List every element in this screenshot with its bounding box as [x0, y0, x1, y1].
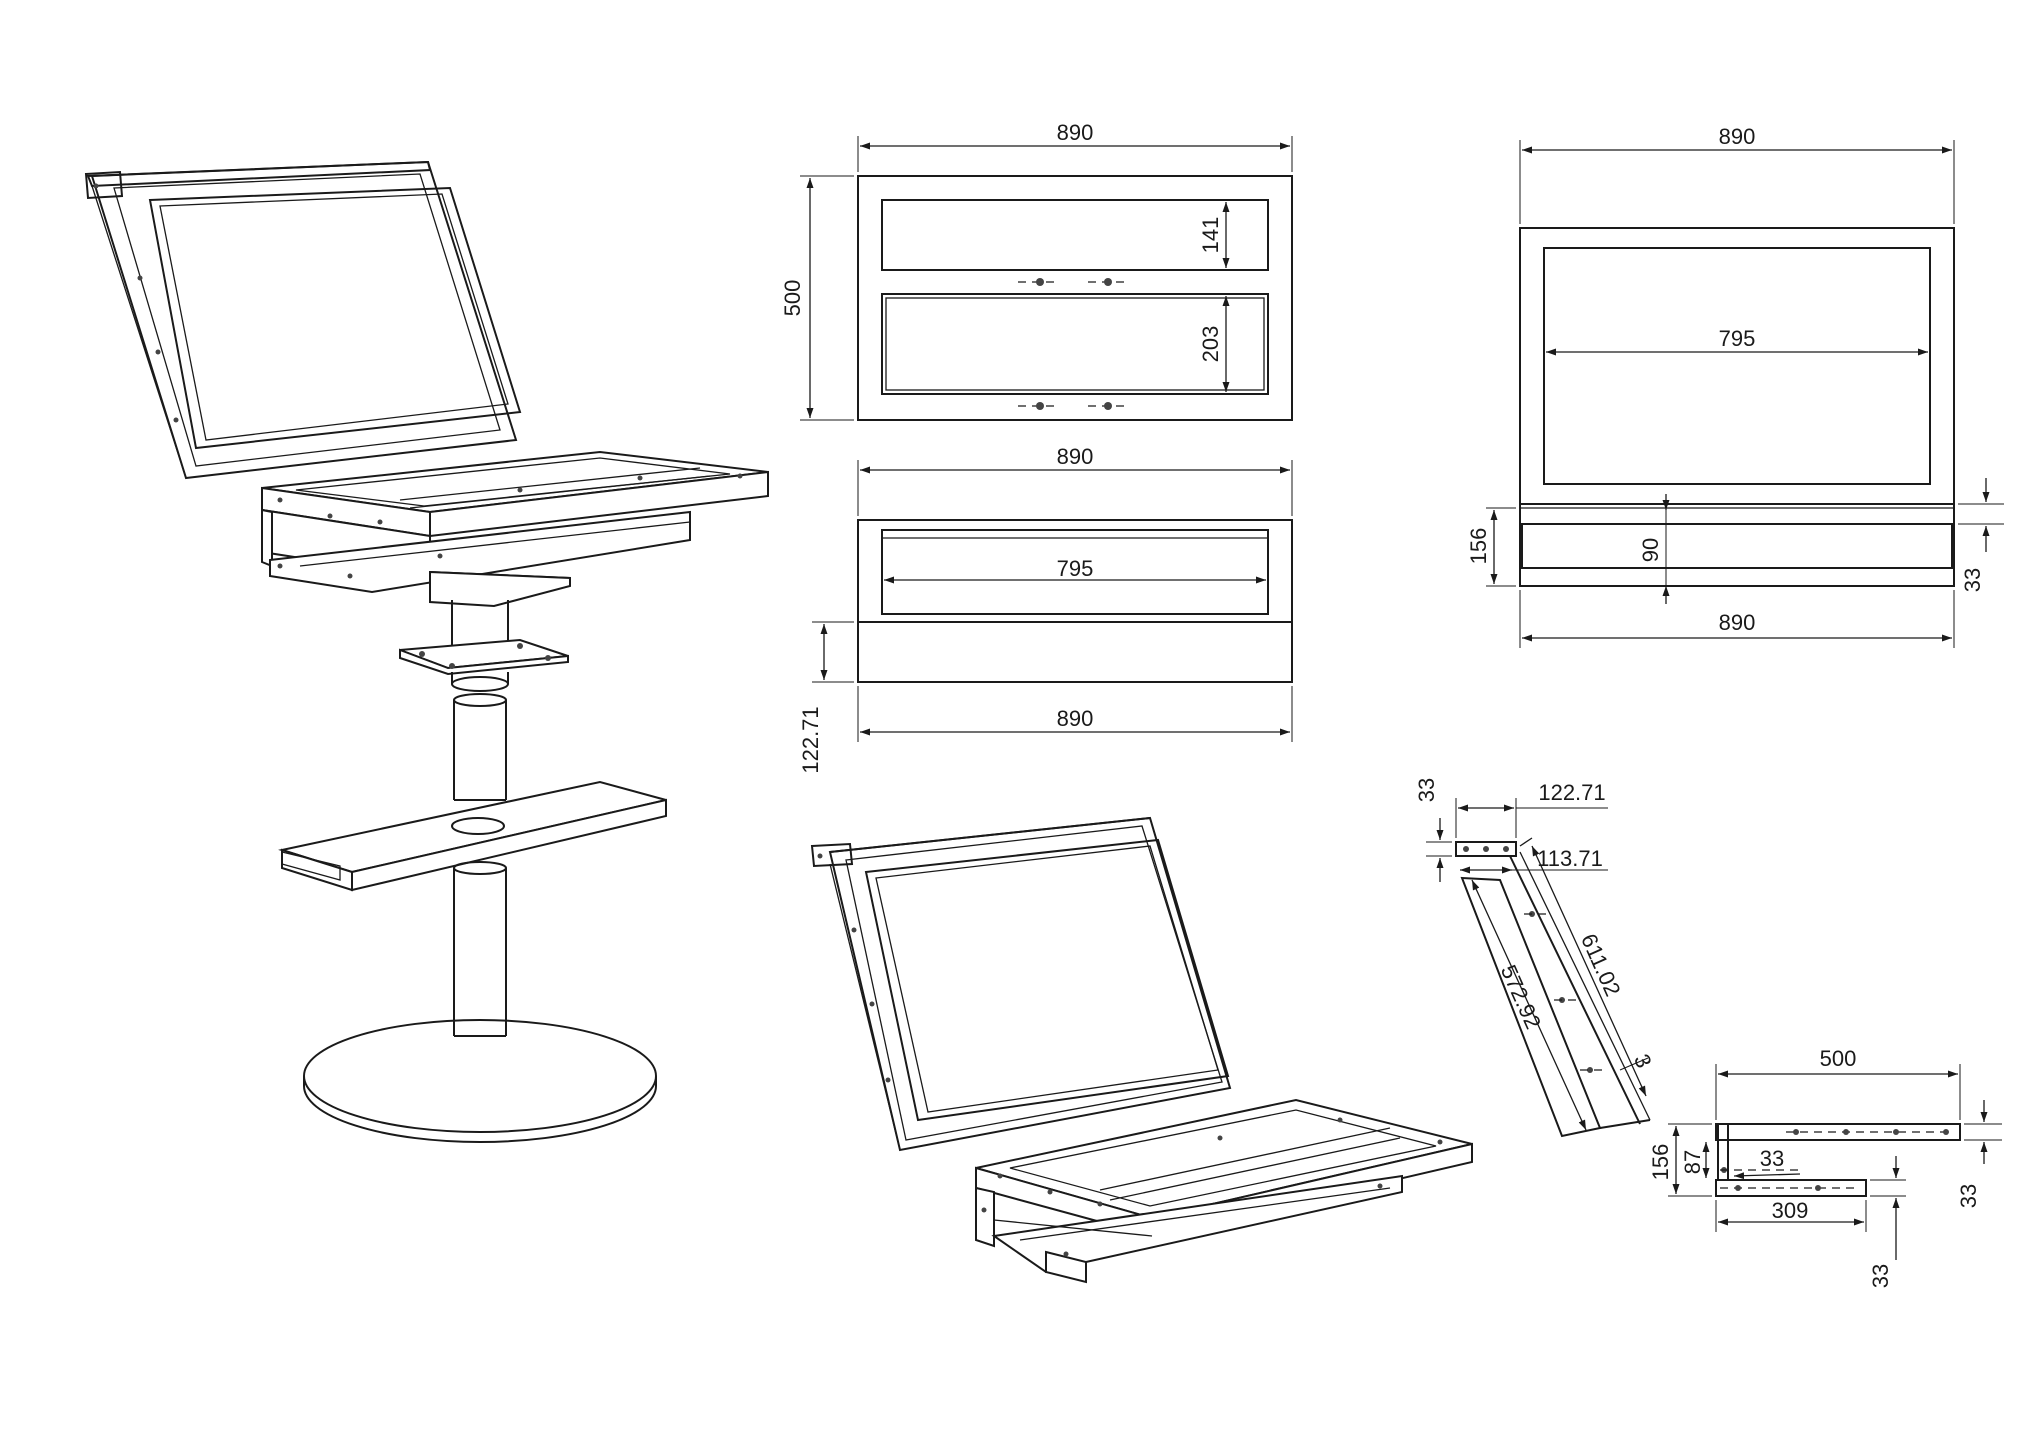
dim-plate-3: 3 — [1629, 1050, 1657, 1071]
top-flange-plate — [429, 570, 571, 663]
front-view-top: 890 500 141 203 — [780, 120, 1293, 421]
dim-inner-width-795: 795 — [1719, 326, 1756, 351]
round-base-plate — [303, 1019, 657, 1143]
lower-column-tube — [453, 861, 507, 1037]
dim-gap-87: 87 — [1680, 1150, 1705, 1174]
bracket-detail: 122.71 113.71 33 572.92 611.02 3 — [1414, 778, 1657, 1138]
dim-right-thickness-33: 33 — [1956, 1184, 1981, 1208]
base-cross-bracket — [278, 780, 667, 892]
dim-rail-thickness-33: 33 — [1960, 568, 1985, 592]
dim-top-width-890: 890 — [1057, 120, 1094, 145]
dim-outer-offset-122-71: 122.71 — [1538, 780, 1605, 805]
dim-inner-width-795: 795 — [1057, 556, 1094, 581]
monitor-frame-part — [84, 160, 522, 480]
dim-rail-length-500: 500 — [1820, 1046, 1857, 1071]
exploded-stand-isometric — [84, 160, 769, 1143]
front-view-bottom: 890 795 890 122.71 — [798, 444, 1293, 774]
dim-upper-thickness-33: 33 — [1760, 1146, 1784, 1171]
dim-inner-offset-113-71: 113.71 — [1537, 846, 1603, 871]
dim-rail-height-156: 156 — [1648, 1144, 1673, 1181]
dim-top-width-890: 890 — [1057, 444, 1094, 469]
dim-top-width-890: 890 — [1719, 124, 1756, 149]
dim-lower-opening-203: 203 — [1198, 326, 1223, 363]
mount-holes-top — [1018, 278, 1128, 410]
dim-upper-opening-141: 141 — [1198, 217, 1223, 254]
side-view-right: 890 795 156 90 33 890 — [1466, 124, 2004, 648]
middle-flange-plate — [399, 638, 569, 692]
monitor-frame-part — [810, 816, 1232, 1152]
dim-depth-122-71: 122.71 — [798, 706, 823, 773]
dim-outer-length-611-02: 611.02 — [1576, 930, 1626, 1000]
assembled-monitor-tray-isometric — [810, 816, 1473, 1284]
dim-lower-thickness-33: 33 — [1868, 1264, 1893, 1288]
dim-bottom-width-890: 890 — [1719, 610, 1756, 635]
rail-detail: 500 156 87 33 309 33 33 — [1648, 1046, 2002, 1288]
dim-base-height-156: 156 — [1466, 528, 1491, 565]
upper-tray-frame-part — [261, 450, 769, 594]
dim-shelf-height-90: 90 — [1638, 538, 1663, 562]
upper-column-tube — [453, 693, 507, 801]
dim-short-length-309: 309 — [1772, 1198, 1809, 1223]
dim-top-thickness-33: 33 — [1414, 778, 1439, 802]
dim-height-500: 500 — [780, 280, 805, 317]
tray-frame-part — [975, 1098, 1473, 1284]
dim-bottom-width-890: 890 — [1057, 706, 1094, 731]
